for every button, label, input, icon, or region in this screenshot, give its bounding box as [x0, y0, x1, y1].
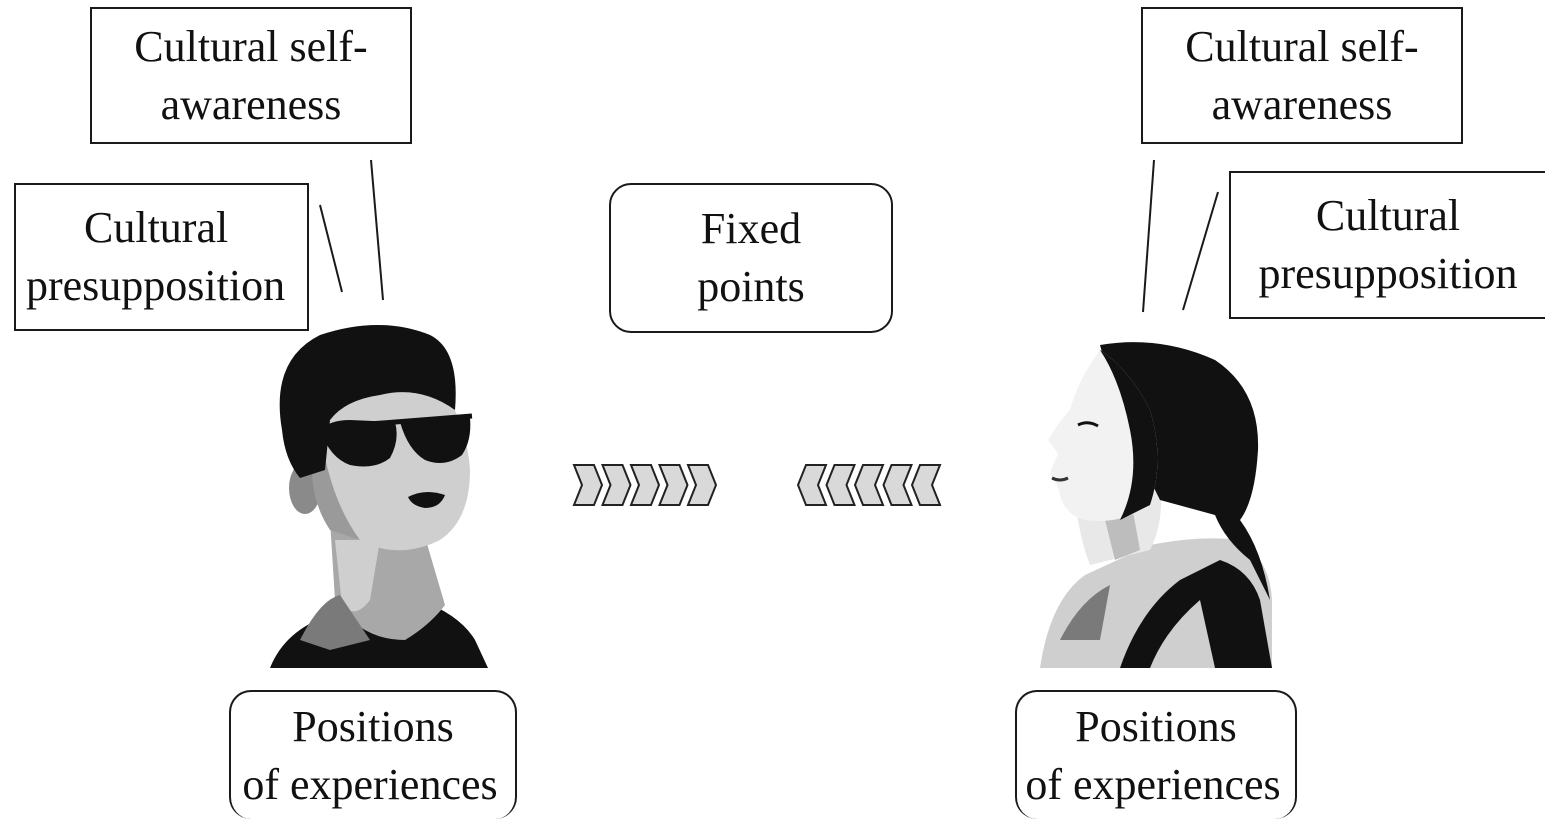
left-presupposition-line-1: Cultural: [84, 203, 229, 252]
left-positions-line-1: Positions: [292, 701, 454, 751]
fixed-points-box: Fixed points: [609, 183, 893, 333]
right-presupposition-line-2: presupposition: [1258, 249, 1518, 298]
fixed-points-line-2: points: [697, 262, 805, 311]
left-self-awareness-line-2: awareness: [160, 79, 342, 129]
woman-profile-illustration: [1040, 342, 1272, 668]
connector-line-left-pres: [319, 204, 343, 293]
chevron-right-icon: [601, 464, 632, 506]
right-cultural-self-awareness-box: Cultural self- awareness: [1141, 7, 1463, 144]
left-cultural-presupposition-box: Cultural presupposition: [14, 183, 309, 331]
chevron-right-icon: [572, 464, 604, 506]
chevron-right-icon: [658, 464, 689, 506]
right-self-awareness-line-1: Cultural self-: [1185, 21, 1419, 71]
man-sunglasses-illustration: [270, 325, 488, 668]
chevron-left-icon: [825, 464, 856, 506]
right-self-awareness-line-2: awareness: [1211, 79, 1393, 129]
left-positions-of-experiences-box: Positions of experiences: [229, 690, 517, 819]
left-presupposition-line-2: presupposition: [26, 261, 286, 310]
right-positions-line-2: of experiences: [1025, 759, 1281, 809]
right-cultural-presupposition-box: Cultural presupposition: [1229, 171, 1545, 319]
chevron-left-icon: [853, 464, 885, 506]
chevron-right-icon: [629, 464, 661, 506]
left-self-awareness-line-1: Cultural self-: [134, 21, 368, 71]
right-presupposition-line-1: Cultural: [1315, 191, 1461, 240]
chevron-left-icon: [882, 464, 913, 506]
left-positions-line-2: of experiences: [242, 759, 498, 809]
connector-line-right-self: [1142, 159, 1155, 313]
right-positions-of-experiences-box: Positions of experiences: [1015, 690, 1297, 819]
left-cultural-self-awareness-box: Cultural self- awareness: [90, 7, 412, 144]
connector-line-right-pres: [1182, 191, 1219, 311]
right-positions-line-1: Positions: [1075, 701, 1237, 751]
chevron-left-icon: [796, 464, 828, 506]
chevron-left-icon: [910, 464, 942, 506]
chevron-right-icon: [686, 464, 718, 506]
fixed-points-line-1: Fixed: [700, 204, 802, 253]
connector-line-left-self: [370, 159, 384, 301]
